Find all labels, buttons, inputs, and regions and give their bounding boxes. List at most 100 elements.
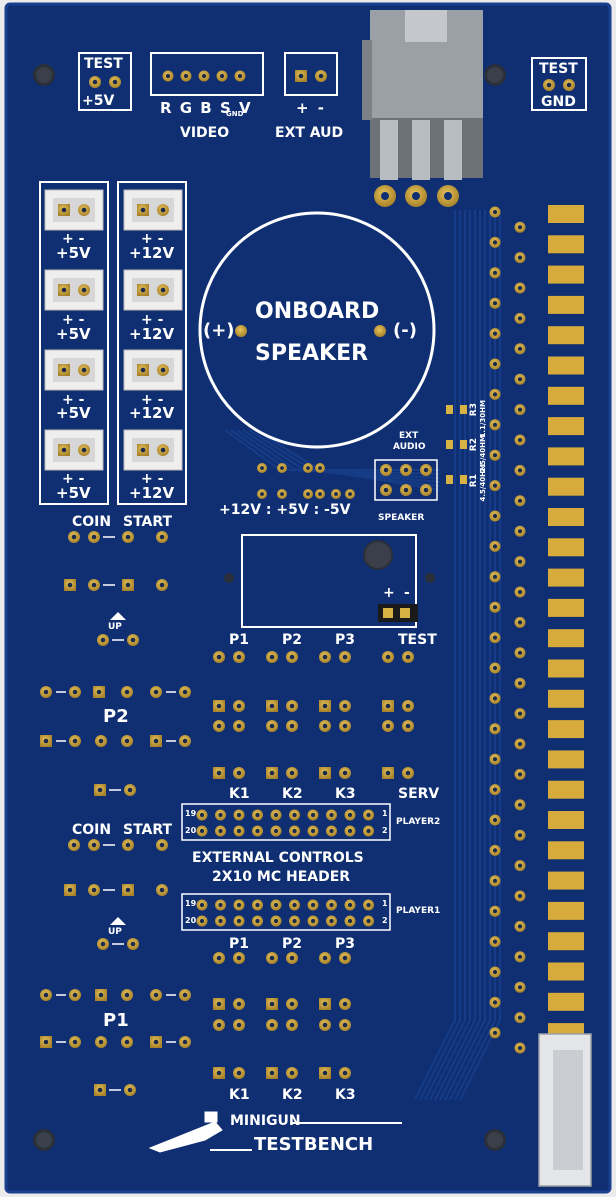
pad-hole [160,207,166,213]
pad-hole [292,812,297,818]
pad-hole [517,498,523,503]
p2-up-label: UP [108,622,122,632]
pad-hole [366,828,371,834]
pad-hole [342,1001,348,1007]
pad-hole [97,787,103,793]
ext-audio-pins: + - [296,99,325,117]
pad-hole [72,689,78,695]
pad-hole [292,902,297,908]
pad-hole [236,703,242,709]
pad-hole [71,534,77,540]
gold-finger [548,932,584,951]
power-left-label-3: +5V [56,404,91,422]
pad-hole [492,513,498,519]
pad-hole [566,82,572,88]
pad-hole [140,367,146,373]
pad-hole [236,902,242,908]
gold-finger [548,780,584,799]
pad-hole [269,1070,275,1076]
minigun-logo-icon [148,1111,402,1153]
pad-hole [255,918,260,924]
pad-hole [492,726,498,731]
power-connector [362,10,483,207]
pad-hole [72,1039,78,1045]
ext-audio-header-box [284,52,338,96]
pad-hole [199,902,205,908]
pad-hole [517,468,523,473]
pad-hole [403,487,409,493]
p2-btn-k1: K1 [229,786,250,802]
pin-mark-r1: + - [141,231,164,247]
pad-hole [269,770,275,776]
pad-hole [130,637,136,643]
pad-hole [334,492,338,496]
r1-value: 4.5/40HM [479,464,487,502]
up-arrow-p2-icon [110,612,126,620]
pad-hole [81,367,87,373]
pad-hole [91,887,97,893]
pad-hole [218,918,223,924]
pad-hole [236,770,242,776]
gold-finger [548,235,584,254]
gold-finger [548,659,584,678]
pad-hole [517,346,523,351]
r2-label: R2 [469,438,479,452]
pad-hole [98,738,104,744]
pin-mark-l3: + - [62,392,85,408]
pad-hole [517,620,523,625]
trace [236,429,441,479]
pad-hole [322,770,328,776]
pad-hole [322,654,328,660]
pad-hole [61,367,67,373]
pad-hole [269,703,275,709]
pad-hole [492,817,498,823]
gold-finger [548,295,584,314]
pad-hole [342,770,348,776]
p1-up-label: UP [108,927,122,937]
pad-hole [342,1070,348,1076]
pad-hole [492,544,498,549]
gold-finger [548,841,584,860]
pad-hole [273,828,279,834]
mounting-holes [33,64,506,1151]
gold-finger [548,326,584,345]
pad-hole [216,723,222,729]
pad-hole [322,1022,328,1028]
audio-jumper-ext: EXT [399,431,419,441]
supply-label: +12V : +5V : -5V [219,502,351,518]
gold-finger [548,901,584,920]
pad-hole [236,654,242,660]
pad-hole [403,467,409,473]
speaker-outline [198,211,436,449]
pad-hole [159,534,165,540]
pad-hole [216,770,222,776]
pad-hole [329,828,334,834]
pad-hole [385,703,391,709]
hdr-p1-pin1: 1 [382,899,388,908]
regulator-outline [241,534,417,628]
p1-btn-p3: P3 [335,936,356,952]
gold-finger [548,629,584,648]
smd-resistors [446,405,467,484]
pad-hole [492,270,498,275]
pad-hole [492,422,498,427]
reg-jumper-minus: - [404,585,410,601]
hdr-p2-pin1: 1 [382,809,388,818]
pad-hole [289,723,295,729]
r3-label: R3 [469,403,479,417]
pad-hole [160,367,166,373]
power-right-label-3: +12V [129,404,175,422]
pad-hole [492,878,498,883]
p2-btn-p2: P2 [282,632,303,648]
speaker-title-line2: SPEAKER [255,341,369,366]
pad-hole [201,73,207,79]
pad-hole [423,467,429,473]
pad-hole [310,828,316,834]
pad-hole [492,1000,498,1005]
test-5v-box [78,52,132,111]
p2-btn-p3: P3 [335,632,356,648]
pad-hole [236,1001,242,1007]
pad-hole [292,918,297,924]
video-header-box [150,52,264,96]
